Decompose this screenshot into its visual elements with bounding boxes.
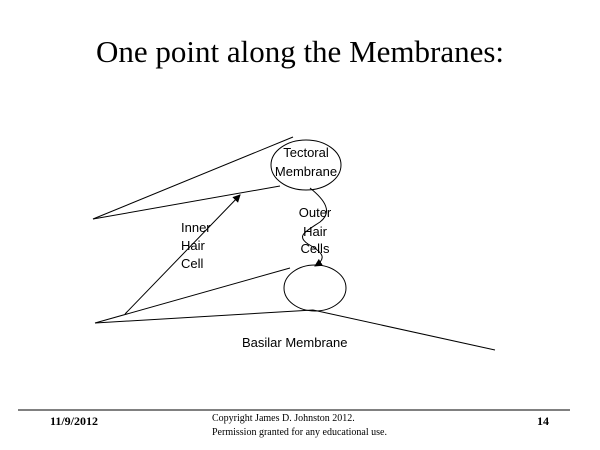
tectoral-label-1: Tectoral xyxy=(283,145,329,160)
inner-label-3: Cell xyxy=(181,256,204,271)
copyright-text: Copyright James D. Johnston 2012. xyxy=(212,413,355,424)
permission-text: Permission granted for any educational u… xyxy=(212,427,387,438)
outer-label-2: Hair xyxy=(303,224,328,239)
outer-label-3: Cells xyxy=(301,241,330,256)
outer-label-1: Outer xyxy=(299,205,332,220)
footer-date: 11/9/2012 xyxy=(50,414,99,428)
basilar-wedge-lower xyxy=(94,309,314,324)
basilar-wedge-upper xyxy=(94,267,291,324)
inner-label-2: Hair xyxy=(181,238,206,253)
footer-copyright: Copyright James D. Johnston 2012. Permis… xyxy=(212,412,387,440)
outer-hair-cells-squiggle xyxy=(302,187,328,267)
basilar-label: Basilar Membrane xyxy=(242,335,348,350)
basilar-membrane-line xyxy=(312,309,496,351)
tectoral-membrane-ellipse xyxy=(270,139,342,191)
inner-hair-cell-arrow xyxy=(124,194,241,315)
tectoral-wedge-upper xyxy=(92,136,294,220)
inner-label-1: Inner xyxy=(181,220,211,235)
basilar-ellipse xyxy=(283,264,347,312)
tectoral-wedge-lower xyxy=(92,185,281,220)
slide-title: One point along the Membranes: xyxy=(95,34,505,69)
tectoral-label-2: Membrane xyxy=(275,164,337,179)
page-number: 14 xyxy=(537,414,549,428)
